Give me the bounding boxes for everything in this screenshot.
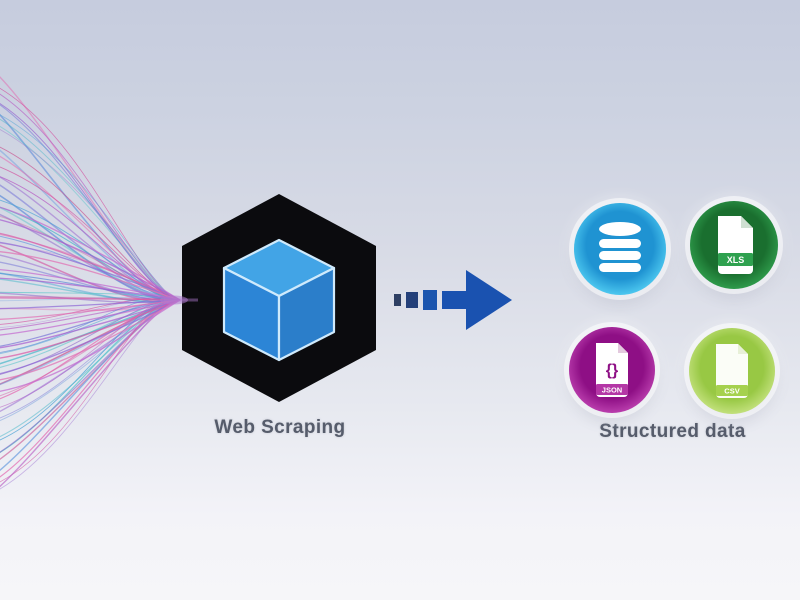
database-stack-glyph [599, 222, 641, 272]
csv-page-fold [738, 344, 748, 354]
json-file-icon: {} JSON [569, 327, 655, 413]
json-braces-glyph: {} [606, 362, 618, 379]
arrow-body [442, 291, 469, 309]
json-page [596, 343, 628, 397]
arrow-dash-1 [394, 294, 401, 306]
flow-arrow-icon [394, 270, 512, 330]
xls-badge-band [718, 253, 753, 266]
xls-file-icon: XLS [690, 201, 778, 289]
arrow-dash-2 [406, 292, 418, 308]
db-disk-2 [599, 239, 641, 248]
json-badge-band [596, 384, 628, 395]
arrow-dash-3 [423, 290, 437, 310]
web-scraping-label: Web Scraping [214, 417, 346, 438]
db-disk-4 [599, 263, 641, 272]
csv-badge-band [716, 385, 748, 396]
cube-right-face [277, 266, 336, 362]
arrow-head [466, 270, 512, 330]
json-document-glyph: {} JSON [596, 343, 628, 397]
xls-document-glyph: XLS [718, 216, 753, 274]
db-disk-3 [599, 251, 641, 260]
db-disk-top [599, 222, 641, 236]
xls-page-fold [741, 216, 753, 228]
csv-badge-text: CSV [724, 387, 739, 396]
unstructured-data-stream-lines [0, 76, 198, 490]
csv-file-icon: CSV [689, 328, 775, 414]
json-badge-text: JSON [602, 386, 622, 395]
database-icon [574, 203, 666, 295]
csv-document-glyph: CSV [716, 344, 748, 398]
web-scraper-hexagon-icon [182, 194, 376, 402]
csv-page [716, 344, 748, 398]
xls-badge-text: XLS [727, 255, 745, 265]
cube-icon [222, 238, 336, 362]
json-page-fold [618, 343, 628, 353]
structured-data-label: Structured data [599, 421, 746, 442]
